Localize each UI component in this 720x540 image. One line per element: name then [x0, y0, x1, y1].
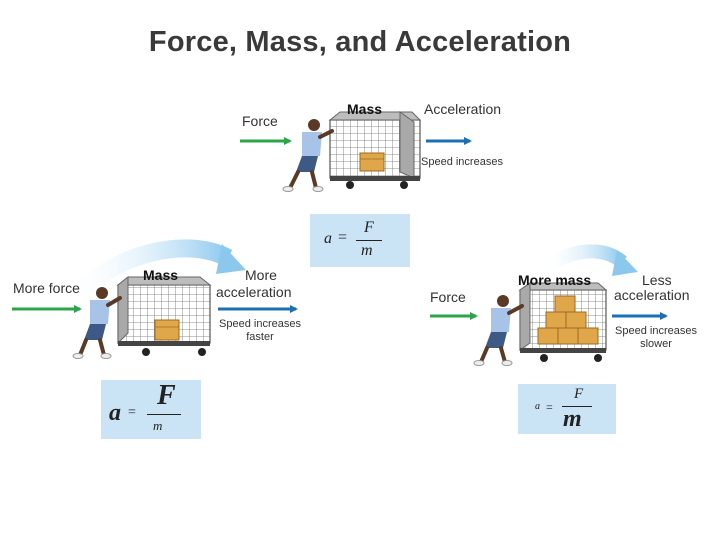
formula-equals: =	[546, 400, 553, 414]
formula-denominator: m	[153, 418, 163, 433]
right-acceleration-label-line1: Less	[642, 272, 672, 288]
page-title: Force, Mass, and Acceleration	[148, 26, 572, 58]
right-formula-box: a = F m	[518, 384, 616, 434]
curved-arrow	[541, 244, 627, 274]
top-speed-label: Speed increases	[421, 156, 503, 168]
formula-a: a	[109, 400, 121, 426]
right-mass-label: More mass	[518, 272, 592, 288]
formula-denominator: m	[361, 242, 373, 259]
person	[473, 295, 524, 366]
right-acceleration-label-line2: acceleration	[614, 287, 690, 303]
left-speed-label-line1: Speed increases	[219, 318, 301, 330]
fraction-bar	[147, 414, 181, 415]
left-formula-box: a = F m	[101, 380, 201, 439]
person	[282, 119, 334, 192]
curved-arrow	[65, 239, 233, 307]
formula-numerator: F	[157, 380, 176, 411]
right-speed-label-line2: slower	[640, 338, 672, 350]
formula-denominator: m	[563, 406, 582, 432]
cart	[116, 275, 212, 356]
formula-equals: =	[338, 229, 348, 246]
fraction-bar	[356, 240, 382, 241]
formula-a: a	[535, 401, 540, 412]
right-scene	[430, 244, 668, 366]
formula-numerator: F	[574, 386, 584, 402]
top-force-label: Force	[242, 113, 278, 129]
cart	[328, 111, 422, 189]
formula-numerator: F	[364, 219, 374, 236]
right-force-label: Force	[430, 289, 466, 305]
top-mass-label: Mass	[347, 101, 383, 117]
left-scene	[12, 239, 298, 359]
formula-a: a	[324, 230, 332, 247]
fraction-bar	[562, 406, 592, 407]
top-formula-box: a = F m	[310, 214, 410, 267]
left-acceleration-label-line2: acceleration	[216, 284, 292, 300]
top-acceleration-label: Acceleration	[424, 101, 502, 117]
person	[72, 287, 122, 359]
left-acceleration-label-line1: More	[245, 267, 277, 283]
top-scene	[240, 111, 472, 192]
left-force-label: More force	[13, 280, 80, 296]
left-mass-label: Mass	[143, 267, 179, 283]
cart	[518, 282, 608, 362]
left-speed-label-line2: faster	[246, 331, 274, 343]
right-speed-label-line1: Speed increases	[615, 325, 697, 337]
formula-equals: =	[128, 405, 136, 420]
